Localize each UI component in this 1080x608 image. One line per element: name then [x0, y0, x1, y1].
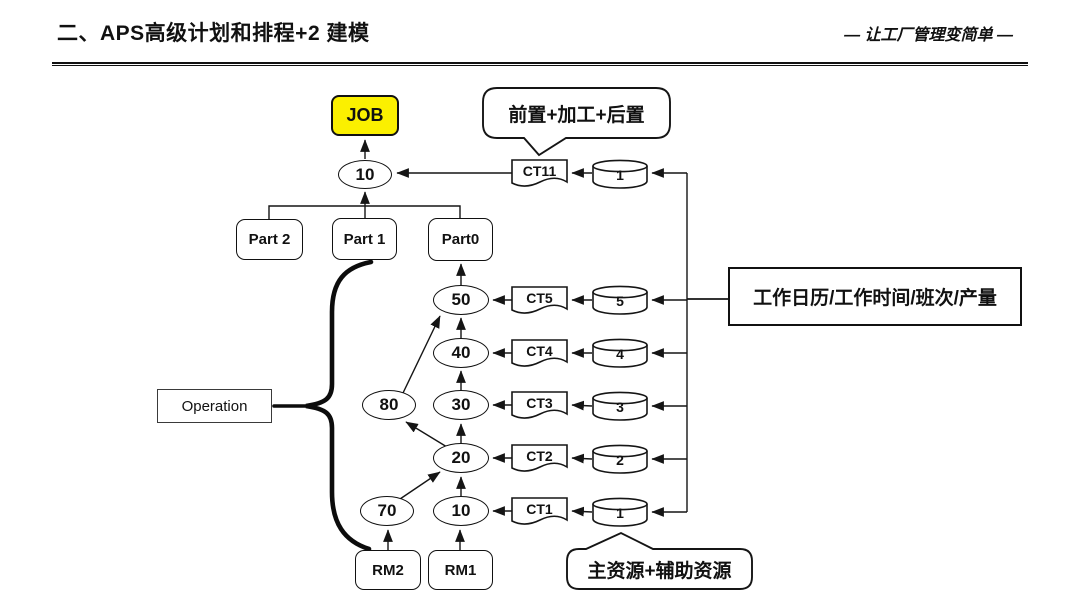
calendar-info-label: 工作日历/工作时间/班次/产量	[753, 288, 997, 309]
operation-80-label: 80	[379, 395, 399, 414]
part-2-label: Part 2	[248, 231, 291, 248]
cylinder-3-icon	[592, 391, 648, 421]
operation-node-10: 10	[433, 496, 489, 526]
cylinder-4-icon	[592, 338, 648, 368]
operation-node-top-10-label: 10	[355, 164, 375, 184]
operation-node-30: 30	[433, 390, 489, 420]
arrow-70-to-20	[399, 471, 441, 500]
part-1-label: Part 1	[343, 230, 386, 248]
arrow-cyl1b-to-ct1	[571, 506, 593, 517]
arrow-80-to-50	[402, 315, 441, 394]
operation-50-label: 50	[451, 290, 471, 309]
operation-node-80: 80	[362, 390, 416, 420]
document-ct4-icon	[511, 339, 568, 367]
job-label: JOB	[346, 105, 384, 125]
part-node-2: Part 2	[236, 219, 303, 260]
job-node: JOB	[331, 95, 399, 136]
operation-30-label: 30	[451, 395, 471, 414]
page-title: 二、APS高级计划和排程+2 建模	[57, 22, 370, 45]
process-callout-bubble	[482, 87, 671, 157]
document-ct5-icon	[511, 286, 568, 314]
operation-legend-box: Operation	[157, 389, 272, 423]
cylinder-5-icon	[592, 285, 648, 315]
operation-node-50: 50	[433, 285, 489, 315]
calendar-info-box: 工作日历/工作时间/班次/产量	[728, 267, 1022, 326]
arrow-20-to-80	[405, 421, 448, 448]
rm2-node: RM2	[355, 550, 421, 590]
operation-70-label: 70	[377, 501, 397, 520]
arrow-cyl2-to-ct2	[571, 453, 593, 464]
operation-10-label: 10	[451, 501, 471, 520]
part-node-0: Part0	[428, 218, 493, 261]
document-ct2-icon	[511, 444, 568, 472]
document-ct3-icon	[511, 391, 568, 419]
operation-node-20: 20	[433, 443, 489, 473]
cylinder-2-icon	[592, 444, 648, 474]
header-rule-bottom	[52, 65, 1028, 67]
operation-node-40: 40	[433, 338, 489, 368]
rm1-label: RM1	[444, 561, 477, 579]
part-0-label: Part0	[441, 231, 480, 248]
part-node-1: Part 1	[332, 218, 397, 260]
rm2-label: RM2	[372, 561, 404, 579]
operation-node-top-10: 10	[338, 160, 392, 189]
arrow-cyl3-to-ct3	[571, 400, 593, 411]
document-ct1-icon	[511, 497, 568, 525]
cylinder-top-icon	[592, 159, 648, 189]
part-tree-connector	[268, 191, 461, 219]
document-ct11-icon	[511, 159, 568, 187]
rm1-node: RM1	[428, 550, 493, 590]
cylinder-1-icon	[592, 497, 648, 527]
operation-legend-label: Operation	[181, 397, 248, 415]
operation-node-70: 70	[360, 496, 414, 526]
resources-callout-bubble	[566, 531, 753, 590]
operation-40-label: 40	[451, 343, 471, 362]
header-slogan: — 让工厂管理变简单 —	[844, 27, 1013, 44]
header-rule-top	[52, 62, 1028, 65]
operation-20-label: 20	[451, 448, 471, 467]
